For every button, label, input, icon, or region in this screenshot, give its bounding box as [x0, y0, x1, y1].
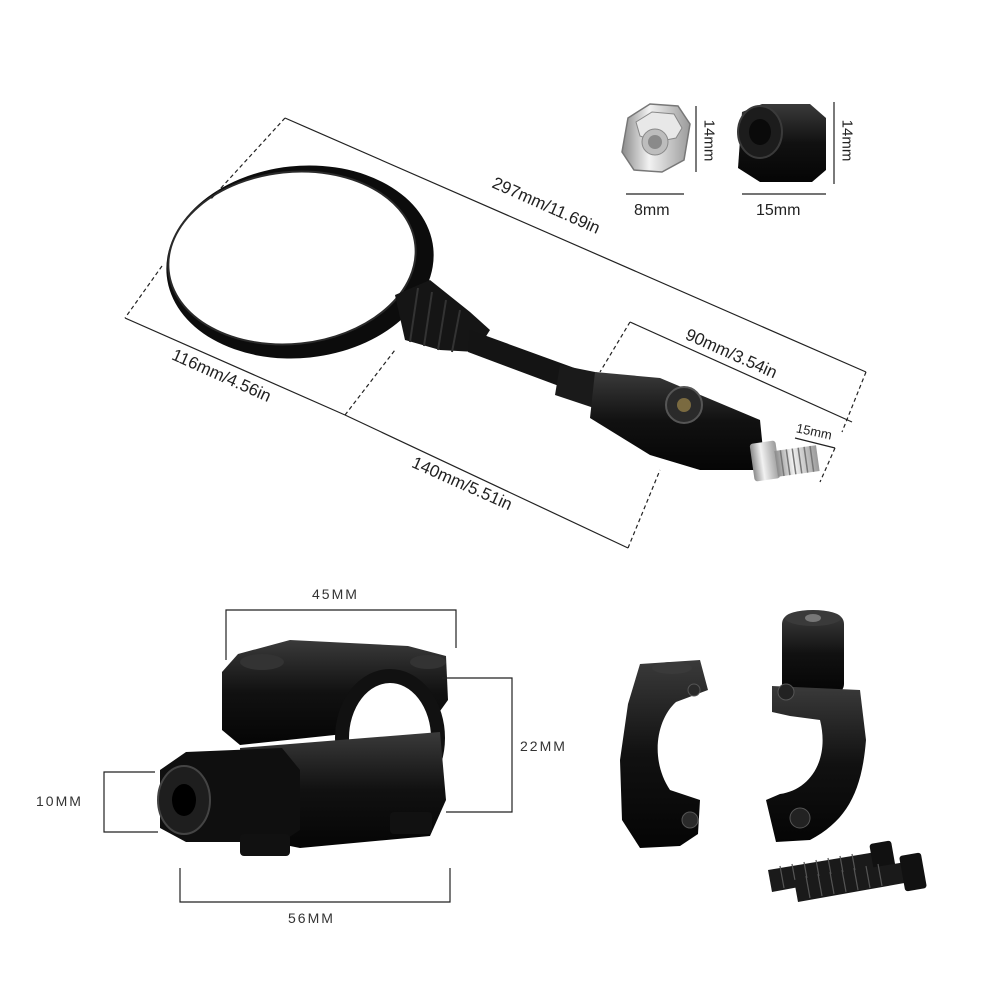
clamp-bottom-width-label: 56MM [288, 910, 335, 926]
black-nut [737, 104, 826, 182]
mirror-glass [167, 170, 417, 346]
clamp-half-right [766, 610, 866, 842]
clamp-dimension-lines [103, 609, 513, 903]
clamp-bore-label: 22MM [520, 738, 567, 754]
black-nut-height-label: 14mm [838, 119, 856, 162]
clamp-half-left [620, 660, 708, 848]
clamp-thread-label: 10MM [36, 793, 83, 809]
silver-nut-dimension [626, 106, 697, 195]
mirror-stem [468, 330, 580, 392]
silver-nut [621, 103, 691, 173]
bolts [768, 840, 927, 902]
thread-collar [749, 440, 781, 482]
black-nut-dimension [742, 102, 835, 195]
clamp-top-width-label: 45MM [312, 586, 359, 602]
silver-nut-height-label: 14mm [700, 119, 718, 162]
black-nut-width-label: 15mm [756, 202, 801, 219]
silver-nut-width-label: 8mm [634, 202, 670, 219]
mirror-dimension-lines [124, 117, 867, 549]
boot-ribs [409, 287, 461, 353]
bolt-2 [794, 852, 927, 902]
mirror-thread [774, 445, 820, 477]
mirror-assembly [166, 165, 820, 482]
handlebar-clamp [157, 640, 448, 856]
